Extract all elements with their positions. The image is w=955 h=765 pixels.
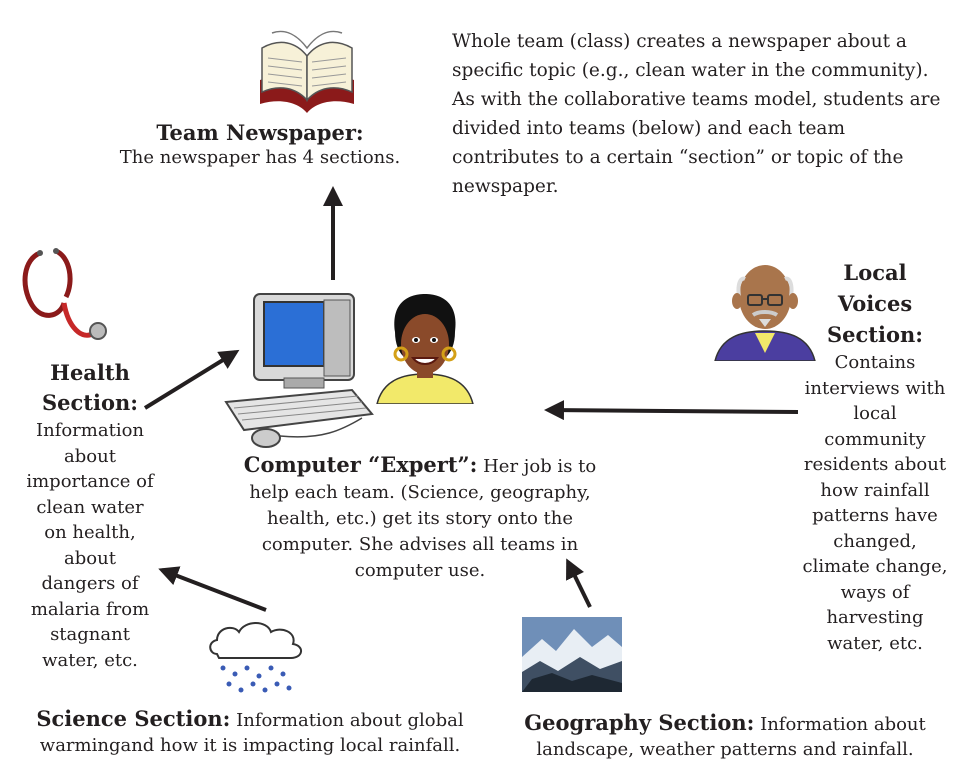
health-title-line1: Health [50,360,130,385]
geography-section: Geography Section: Information about lan… [500,710,950,762]
local-title-line3: Section: [826,322,924,347]
local-title-line1: Local [843,260,907,285]
geography-desc-rest: landscape, weather patterns and rainfall… [536,739,914,760]
geography-desc-first: Information about [760,714,926,735]
local-voices-section: Local Voices Section: Contains interview… [800,257,950,656]
health-section: Health Section: Information about import… [10,358,170,673]
woman-expert-icon [376,294,474,404]
health-title-line2: Section: [41,390,139,415]
intro-text: Whole team (class) creates a newspaper a… [452,31,941,197]
expert-desc-first: Her job is to [483,456,597,477]
rain-cloud-icon [209,622,302,693]
arrow-health-to-expert [143,349,240,410]
science-desc-first: Information about [236,710,402,731]
arrow-local-to-expert [544,400,799,421]
science-title: Science Section: [36,706,231,731]
expert-section: Computer “Expert”: Her job is to help ea… [225,452,615,584]
science-section: Science Section: Information about globa… [15,706,485,758]
stethoscope-icon [22,248,107,340]
expert-title: Computer “Expert”: [243,452,478,477]
newspaper-title: Team Newspaper: [156,120,364,145]
geography-title: Geography Section: [524,710,755,735]
expert-desc-rest: help each team. (Science, geography, hea… [249,482,591,581]
old-man-icon [714,265,816,361]
arrow-science-to-health [158,566,267,612]
mountain-landscape-image [522,617,622,692]
arrow-geography-to-expert [566,558,592,608]
newspaper-desc: The newspaper has 4 sections. [119,147,401,168]
health-desc: Information about importance of clean wa… [26,420,154,671]
local-desc: Contains interviews with local community… [802,352,948,654]
newspaper-block: Team Newspaper: The newspaper has 4 sect… [110,120,410,170]
science-desc-rest: global warmingand how it is impacting lo… [39,710,464,756]
local-title-line2: Voices [837,291,913,316]
computer-icon [224,293,374,448]
open-book-icon [260,30,354,113]
